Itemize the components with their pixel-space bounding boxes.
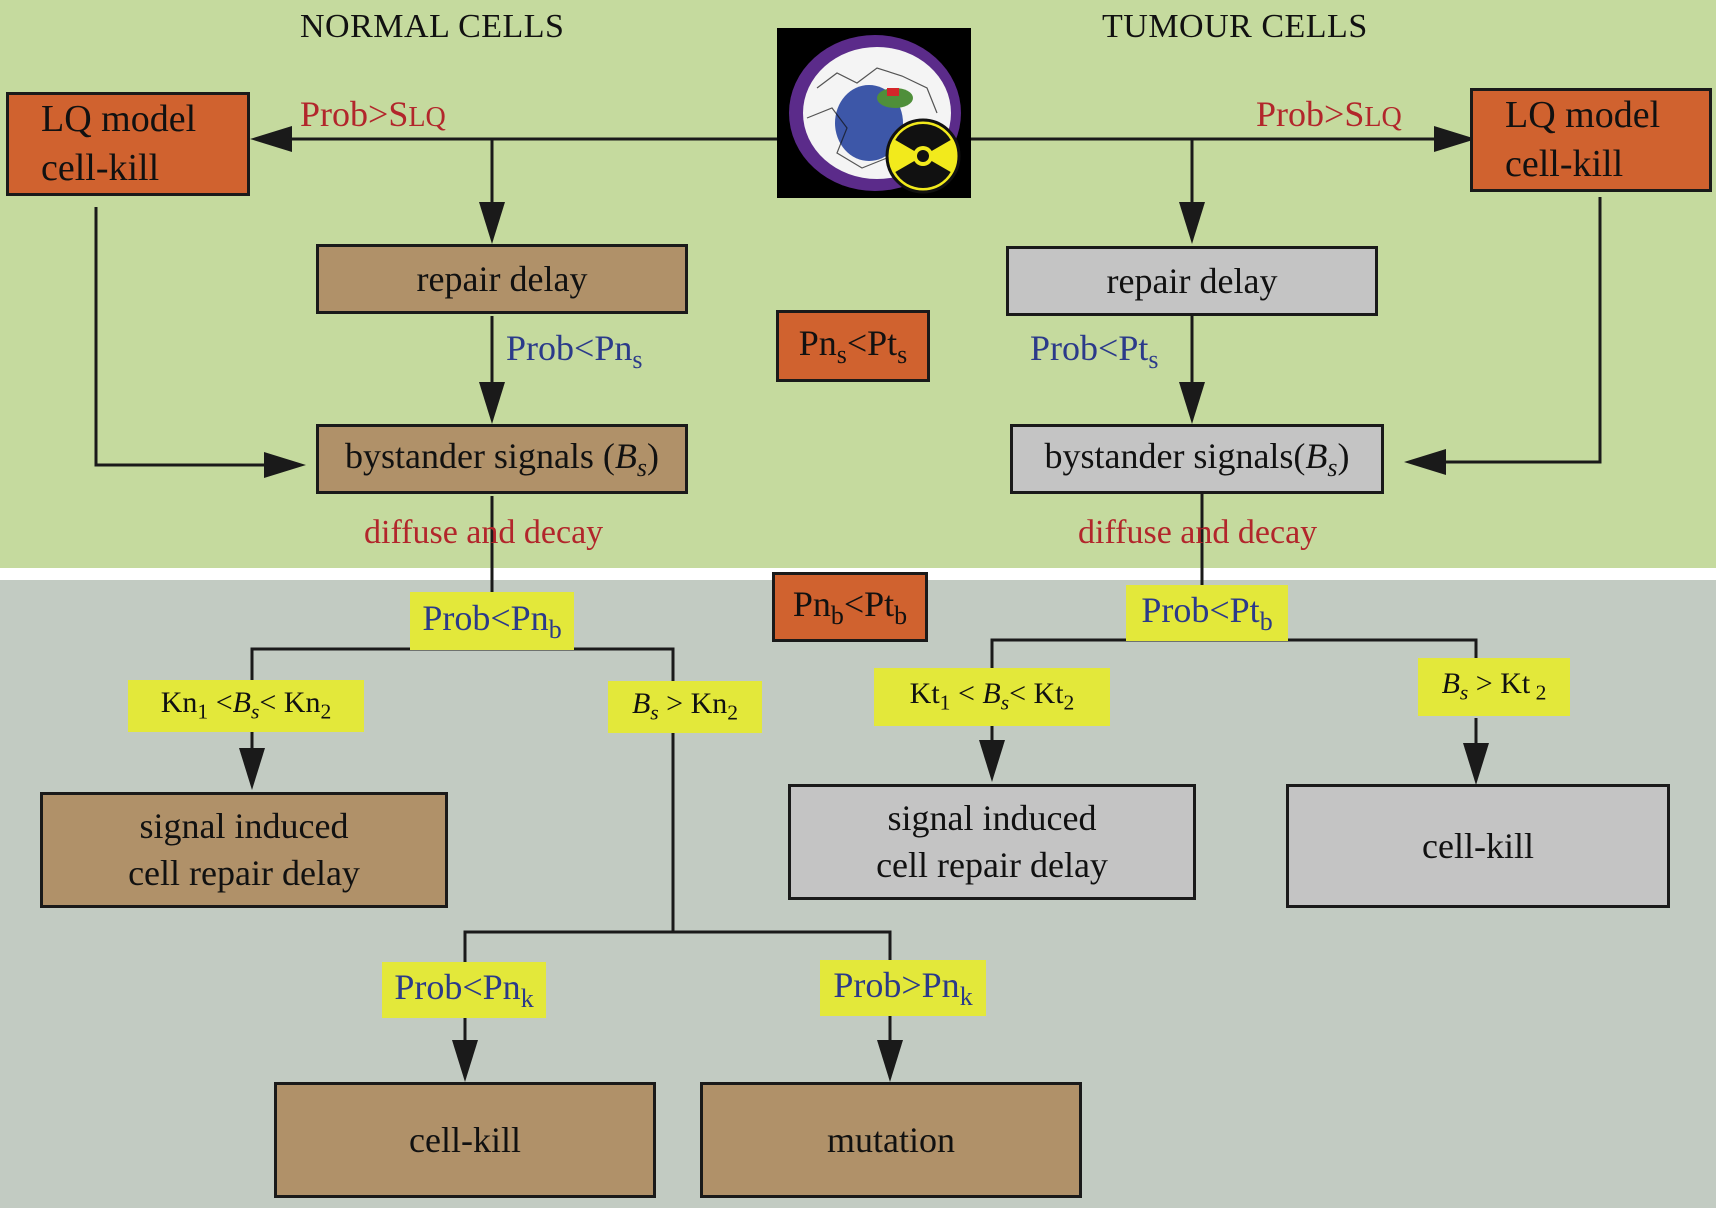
normal-cells-header: NORMAL CELLS [300,8,565,45]
radiation-icon [885,118,961,194]
normal-prob-gt-pnk-label: Prob>Pnk [820,960,986,1016]
tumour-cells-header: TUMOUR CELLS [1102,8,1368,45]
normal-prob-pnb-label: Prob<Pnb [410,592,574,650]
tumour-kt1-bs-kt2-condition: Kt1 < Bs< Kt2 [874,668,1110,726]
normal-bs-gt-kn2-condition: Bs > Kn2 [608,681,762,733]
normal-repair-delay-box: repair delay [316,244,688,314]
tumour-bs-gt-kt2-condition: Bs > Kt 2 [1418,658,1570,716]
tumour-cell-image [777,28,971,198]
tumour-prob-pts-label: Prob<Pts [1030,328,1159,374]
normal-cell-kill-box: cell-kill [274,1082,656,1198]
normal-kn1-bs-kn2-condition: Kn1 <Bs< Kn2 [128,680,364,732]
tumour-bystander-signals-box: bystander signals(Bs) [1010,424,1384,494]
normal-prob-pns-label: Prob<Pns [506,328,643,374]
normal-diffuse-decay-label: diffuse and decay [364,514,604,551]
pns-less-pts-box: Pns<Pts [776,310,930,382]
tumour-cell-kill-box: cell-kill [1286,784,1670,908]
normal-prob-slq-label: Prob>SLQ [300,94,446,134]
pnb-less-ptb-box: Pnb<Ptb [772,572,928,642]
normal-mutation-box: mutation [700,1082,1082,1198]
tumour-repair-delay-box: repair delay [1006,246,1378,316]
normal-bystander-signals-box: bystander signals (Bs) [316,424,688,494]
tumour-prob-ptb-label: Prob<Ptb [1126,585,1288,641]
tumour-diffuse-decay-label: diffuse and decay [1078,514,1318,551]
tumour-prob-slq-label: Prob>SLQ [1256,94,1402,134]
normal-prob-lt-pnk-label: Prob<Pnk [382,962,546,1018]
